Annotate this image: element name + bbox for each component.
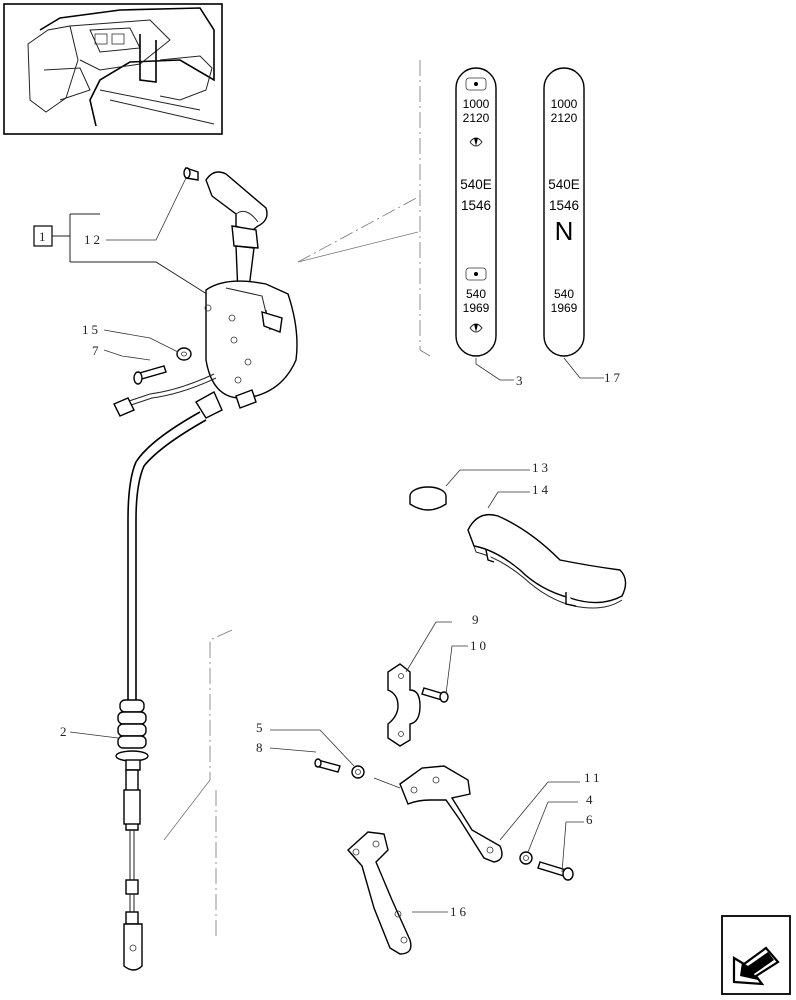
callout-4: 4 xyxy=(586,792,596,807)
speed-plate-3: 1000 2120 540E 1546 540 1969 xyxy=(455,67,497,357)
washer-4-bolt-6 xyxy=(519,851,574,881)
callout-9: 9 xyxy=(472,612,482,627)
plate3-bottom-speed: 540 xyxy=(466,287,486,301)
plate17-top-rpm: 2120 xyxy=(551,111,578,125)
callout-5: 5 xyxy=(256,720,266,735)
armrest-pad-14 xyxy=(467,513,627,609)
plate17-bottom-speed: 540 xyxy=(554,287,574,301)
callout-15: 15 xyxy=(82,322,101,337)
plate17-neutral-mark: N xyxy=(555,216,574,246)
callout-11: 11 xyxy=(584,770,603,785)
callout-3: 3 xyxy=(516,373,526,388)
plate17-bottom-rpm: 1969 xyxy=(551,301,578,315)
separator-lines xyxy=(163,60,431,940)
bolt-10 xyxy=(421,687,449,703)
bracket-11 xyxy=(399,765,503,863)
callout-labels: 12 15 7 3 17 13 14 9 10 2 5 8 11 4 6 16 xyxy=(60,232,623,919)
reference-box: 1 xyxy=(33,213,211,297)
plate17-mid-speed: 540E xyxy=(548,177,580,192)
bolt-washer-left xyxy=(133,347,192,385)
callout-7: 7 xyxy=(92,343,102,358)
callout-17: 17 xyxy=(604,370,623,385)
plate3-bottom-rpm: 1969 xyxy=(463,301,490,315)
plate17-mid-rpm: 1546 xyxy=(549,198,579,213)
callout-2: 2 xyxy=(60,724,70,739)
bolt-8-washer-5 xyxy=(314,758,365,779)
bracket-16 xyxy=(347,831,412,955)
callout-10: 10 xyxy=(470,638,489,653)
callout-16: 16 xyxy=(450,904,469,919)
control-cable xyxy=(115,411,207,971)
previous-page-arrow[interactable] xyxy=(721,915,791,995)
plate3-mid-speed: 540E xyxy=(460,177,492,192)
callout-14: 14 xyxy=(532,482,551,497)
plate17-top-speed: 1000 xyxy=(551,97,578,111)
speed-plate-17: 1000 2120 540E 1546 N 540 1969 xyxy=(543,67,585,357)
callout-8: 8 xyxy=(256,740,266,755)
cable-clamp-9 xyxy=(387,663,421,747)
callout-6: 6 xyxy=(586,812,596,827)
leader-lines xyxy=(69,177,604,913)
plate3-top-rpm: 2120 xyxy=(463,111,490,125)
plug-cap-13 xyxy=(409,486,447,511)
plate3-top-speed: 1000 xyxy=(463,97,490,111)
ref-box-label: 1 xyxy=(39,229,49,244)
callout-12: 12 xyxy=(84,232,103,247)
plate3-mid-rpm: 1546 xyxy=(461,198,491,213)
callout-13: 13 xyxy=(532,460,551,475)
location-thumbnail xyxy=(3,3,223,135)
control-lever-assembly xyxy=(113,167,298,419)
